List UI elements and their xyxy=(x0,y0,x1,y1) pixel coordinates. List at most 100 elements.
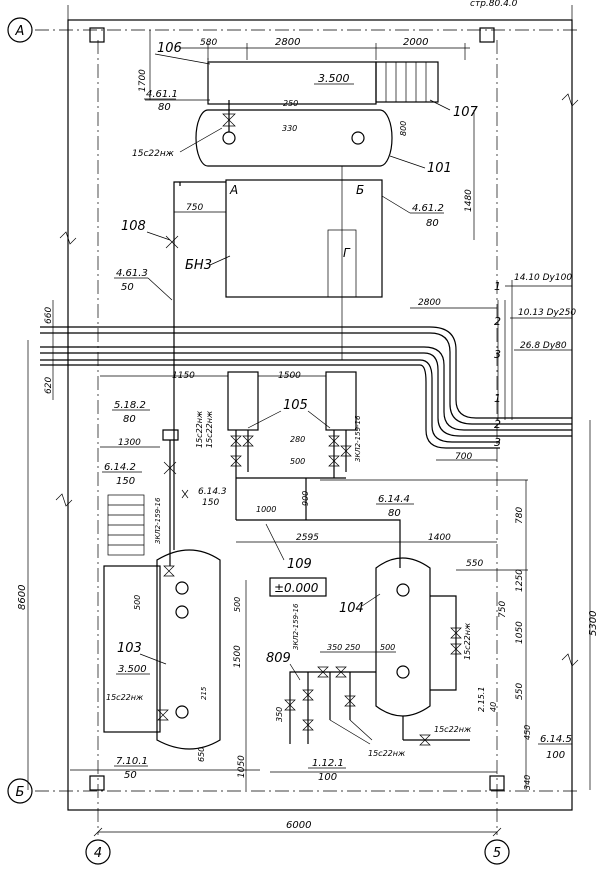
dim-550-right: 550 xyxy=(515,683,525,700)
pipe-label-2: 10.13 Dу250 xyxy=(518,308,576,318)
dim-1500: 1500 xyxy=(278,371,301,381)
dim-280: 280 xyxy=(290,435,305,444)
vessel-104 xyxy=(375,548,528,740)
axis-bubble-a: А xyxy=(15,24,25,39)
mark-4611-top: 4.61.1 xyxy=(146,89,178,100)
label-109: 109 xyxy=(287,557,312,572)
dim-450: 450 xyxy=(523,725,532,740)
dim-580: 580 xyxy=(200,38,217,48)
valve-mark-top: 15с22нж xyxy=(132,149,175,159)
top-dimensions xyxy=(145,30,470,101)
valve-mark-bottom: 15с22нж xyxy=(434,725,472,734)
dim-750-104: 750 xyxy=(498,601,508,618)
dim-500-103a: 500 xyxy=(133,595,142,610)
pipe-num-1b: 1 xyxy=(494,392,501,405)
dim-350-side: 350 xyxy=(275,707,284,722)
mark-6144-top: 6.14.4 xyxy=(378,494,410,505)
dim-500-103b: 500 xyxy=(233,597,242,612)
dim-1300: 1300 xyxy=(118,438,141,448)
pipe-num-3: 3 xyxy=(494,348,501,361)
mark-1121-top: 1.12.1 xyxy=(312,758,344,769)
label-103: 103 xyxy=(117,641,142,656)
bottom-dimension xyxy=(93,827,502,837)
mark-4612-bot: 80 xyxy=(426,218,439,229)
axis-bubble-4: 4 xyxy=(94,846,102,861)
dim-1050-103: 1050 xyxy=(237,755,247,778)
dim-780: 780 xyxy=(515,507,525,524)
mark-6142-top: 6.14.2 xyxy=(104,462,136,473)
dim-2000: 2000 xyxy=(403,37,428,48)
dim-250: 250 xyxy=(283,99,298,108)
dim-215: 215 xyxy=(200,686,208,700)
label-bn3: БН3 xyxy=(185,258,212,273)
mark-6142-bot: 150 xyxy=(116,476,135,487)
dim-350-809: 350 xyxy=(327,643,342,652)
pipe-num-2: 2 xyxy=(494,315,501,328)
unit-106-box xyxy=(207,58,377,105)
dim-550-104: 550 xyxy=(466,559,483,569)
valve-mark-105b: 15с22нж xyxy=(205,410,214,448)
label-108: 108 xyxy=(121,219,146,234)
mark-4613-top: 4.61.3 xyxy=(116,268,148,279)
tank-label-b: Б xyxy=(356,183,364,197)
valve-mark-105a: 15с22нж xyxy=(195,410,204,448)
axis-bubble-5: 5 xyxy=(493,846,501,861)
dim-8600: 8600 xyxy=(17,585,28,610)
sheet-corner-note: стр.80.4.0 xyxy=(470,0,518,9)
mark-7101-bot: 50 xyxy=(124,770,137,781)
label-104: 104 xyxy=(339,601,364,616)
label-106: 106 xyxy=(157,41,182,56)
dim-5300: 5300 xyxy=(588,611,599,636)
dim-800: 800 xyxy=(399,121,408,136)
dim-700-right: 700 xyxy=(455,452,472,462)
mark-6143-top: 6.14.3 xyxy=(198,487,227,497)
dim-1050-104: 1050 xyxy=(515,621,525,644)
dim-2595: 2595 xyxy=(296,533,319,543)
tank-label-a: А xyxy=(229,183,238,197)
dim-1250: 1250 xyxy=(515,569,525,592)
mark-6145-bot: 100 xyxy=(546,750,565,761)
dim-1500-103: 1500 xyxy=(233,645,243,668)
label-101: 101 xyxy=(427,161,452,176)
mark-4613-bot: 50 xyxy=(121,282,134,293)
mark-4611-bot: 80 xyxy=(158,102,171,113)
dim-900: 900 xyxy=(301,491,310,506)
elev-3500-103: 3.500 xyxy=(118,664,147,675)
mark-4612-top: 4.61.2 xyxy=(412,203,444,214)
valve-mark-103-v: 3КЛ2-159-16 xyxy=(154,497,162,544)
valve-mark-105c: 3КЛ2-159-16 xyxy=(354,415,362,462)
bin-tank-bn3 xyxy=(225,166,383,360)
axis-bubble-b: Б xyxy=(16,785,25,800)
mark-6145-top: 6.14.5 xyxy=(540,734,572,745)
mark-5182-bot: 80 xyxy=(123,414,136,425)
dim-1000: 1000 xyxy=(256,505,276,514)
dim-650: 650 xyxy=(197,747,206,762)
dim-340: 340 xyxy=(523,775,532,790)
dim-250-809: 250 xyxy=(345,643,360,652)
building-outline xyxy=(55,5,579,811)
elev-3500-top: 3.500 xyxy=(318,72,350,85)
mark-5182-top: 5.18.2 xyxy=(114,400,146,411)
dim-1400: 1400 xyxy=(428,533,451,543)
mark-1121-bot: 100 xyxy=(318,772,337,783)
pipe-num-3b: 3 xyxy=(494,436,501,449)
dim-1700: 1700 xyxy=(138,69,148,92)
tank-101 xyxy=(195,100,393,167)
pipe-num-2b: 2 xyxy=(494,418,501,431)
header-pipes xyxy=(40,280,572,461)
unit-809 xyxy=(284,666,376,745)
valve-mark-104: 15с22нж xyxy=(463,622,472,660)
vessel-103 xyxy=(103,494,221,750)
pipe-108 xyxy=(165,181,226,550)
dim-500-809: 500 xyxy=(380,643,395,652)
left-dimensions xyxy=(27,300,60,790)
elev-zero: ±0.000 xyxy=(274,581,319,595)
dim-1480: 1480 xyxy=(464,189,474,212)
dim-2800-mid: 2800 xyxy=(418,298,441,308)
valve-mark-103: 15с22нж xyxy=(106,693,144,702)
label-107: 107 xyxy=(453,105,479,120)
pipe-num-1: 1 xyxy=(494,280,501,293)
mark-2151-top: 2.15.1 xyxy=(477,687,486,712)
